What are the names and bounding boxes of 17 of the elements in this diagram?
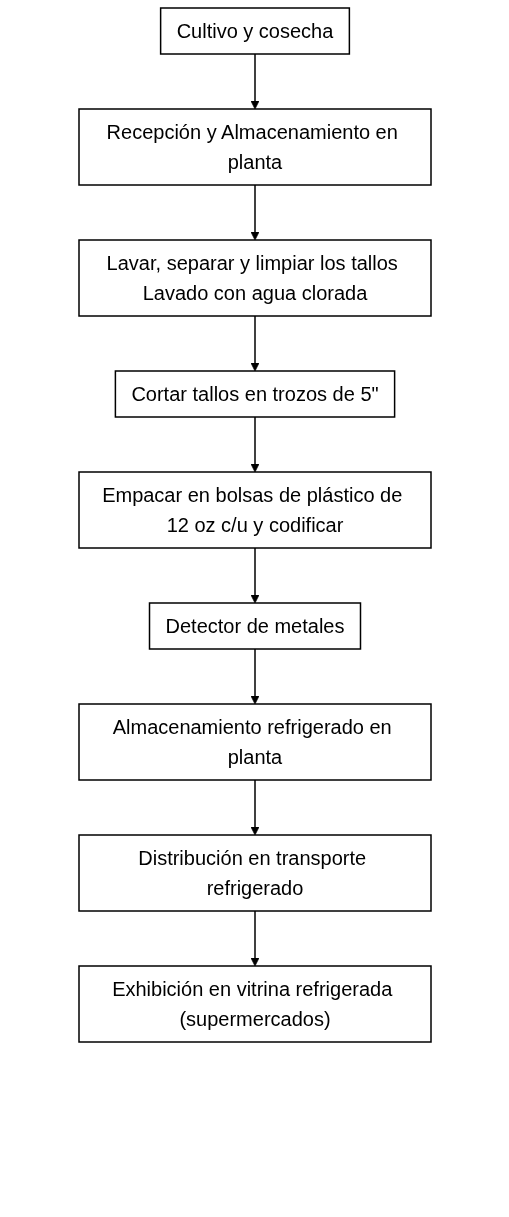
arrow <box>250 184 259 241</box>
arrow <box>250 53 259 110</box>
node-box: Almacenamiento refrigerado en planta <box>77 703 432 781</box>
node-box: Lavar, separar y limpiar los tallos Lavado con agua clorada <box>77 239 432 317</box>
node-box: Distribución en transporte refrigerado <box>77 834 432 912</box>
arrow <box>250 648 259 705</box>
node-box: Cortar tallos en trozos de 5" <box>114 370 395 418</box>
node-box: Cultivo y cosecha <box>159 7 350 55</box>
node-box: Detector de metales <box>148 602 361 650</box>
arrow <box>250 910 259 967</box>
arrow <box>250 547 259 604</box>
node-box: Empacar en bolsas de plástico de 12 oz c/u y codificar <box>77 471 432 549</box>
arrow <box>250 779 259 836</box>
arrow <box>250 315 259 372</box>
arrow <box>250 416 259 473</box>
node-box: Exhibición en vitrina refrigerada (supermercados) <box>77 965 432 1043</box>
node-box: Recepción y Almacenamiento en planta <box>77 108 432 186</box>
